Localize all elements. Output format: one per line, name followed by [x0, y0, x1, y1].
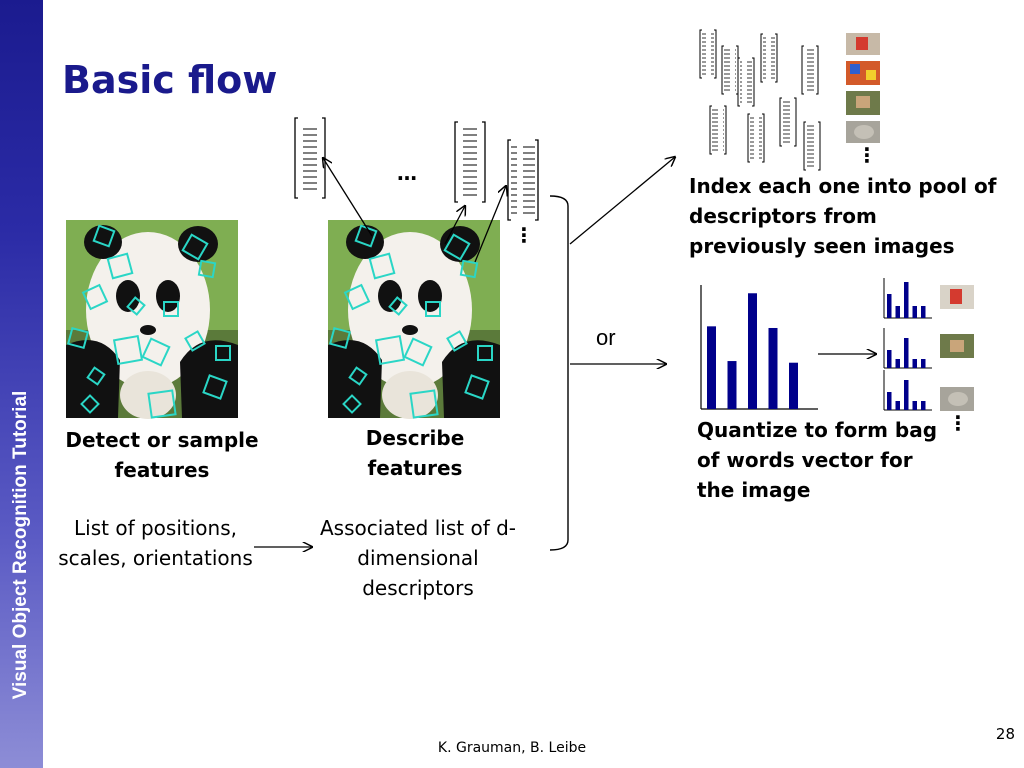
detect-label: Detect or sample features — [65, 428, 259, 482]
histogram-thumbnails — [940, 285, 974, 411]
footer-author: K. Grauman, B. Leibe — [437, 740, 587, 756]
mini-histogram-bar — [921, 401, 926, 410]
mini-histogram-bar — [921, 306, 926, 318]
ellipsis-descriptors: … — [397, 161, 417, 185]
mini-histogram-bar — [895, 306, 900, 318]
mini-histogram — [883, 328, 932, 369]
mini-histogram-bar — [921, 359, 926, 368]
mini-histogram-bar — [904, 282, 909, 318]
vertical-dots-descriptors: ⋮ — [514, 223, 534, 247]
index-arrow — [569, 157, 675, 245]
mini-histogram-bar — [887, 392, 892, 410]
panda-image-describe — [328, 220, 500, 419]
vertical-dots-histograms: ⋮ — [948, 411, 968, 435]
histogram-bar — [748, 293, 757, 409]
sidebar: Visual Object Recognition Tutorial — [0, 0, 43, 768]
panda-image-detect — [66, 220, 238, 419]
slide-title: Basic flow — [62, 58, 278, 102]
histogram-bar — [707, 326, 716, 409]
feature-to-descriptor-arrow — [323, 158, 373, 237]
histogram-bar — [789, 362, 798, 409]
histogram-bar — [768, 327, 778, 409]
describe-label: Describe features — [365, 426, 465, 480]
descriptor-pool — [699, 29, 821, 171]
descriptor-vector — [294, 117, 326, 199]
or-label: or — [596, 325, 616, 350]
descriptor-vector — [454, 121, 486, 203]
feature-to-descriptor-arrow — [444, 206, 465, 245]
index-label: Index each one into pool of descriptors … — [689, 174, 997, 258]
feature-to-descriptor-arrow — [474, 186, 506, 263]
mini-histograms — [883, 278, 932, 411]
mini-histogram-bar — [912, 401, 917, 410]
quantize-label: Quantize to form bag of words vector for… — [697, 418, 938, 502]
pool-thumbnails — [846, 33, 880, 143]
grouping-bracket — [549, 195, 569, 551]
mini-histogram-bar — [904, 380, 909, 410]
histogram-bar — [727, 361, 737, 409]
mini-histogram-bar — [912, 359, 917, 368]
associated-list-label: Associated list of d-dimensional descrip… — [319, 516, 517, 600]
mini-histogram-bar — [912, 306, 917, 318]
mini-histogram — [883, 370, 932, 411]
mini-histogram-bar — [895, 401, 900, 410]
mini-histogram-bar — [895, 359, 900, 368]
mini-histogram-bar — [887, 350, 892, 368]
mini-histogram — [883, 278, 932, 319]
list-positions-label: List of positions, scales, orientations — [58, 516, 253, 570]
mini-histogram-bar — [904, 338, 909, 368]
mini-histogram-bar — [887, 294, 892, 318]
vertical-dots-pool: ⋮ — [857, 143, 877, 167]
descriptor-vector — [507, 139, 539, 221]
bag-of-words-histogram — [700, 285, 818, 410]
page-number: 28 — [995, 725, 1015, 743]
